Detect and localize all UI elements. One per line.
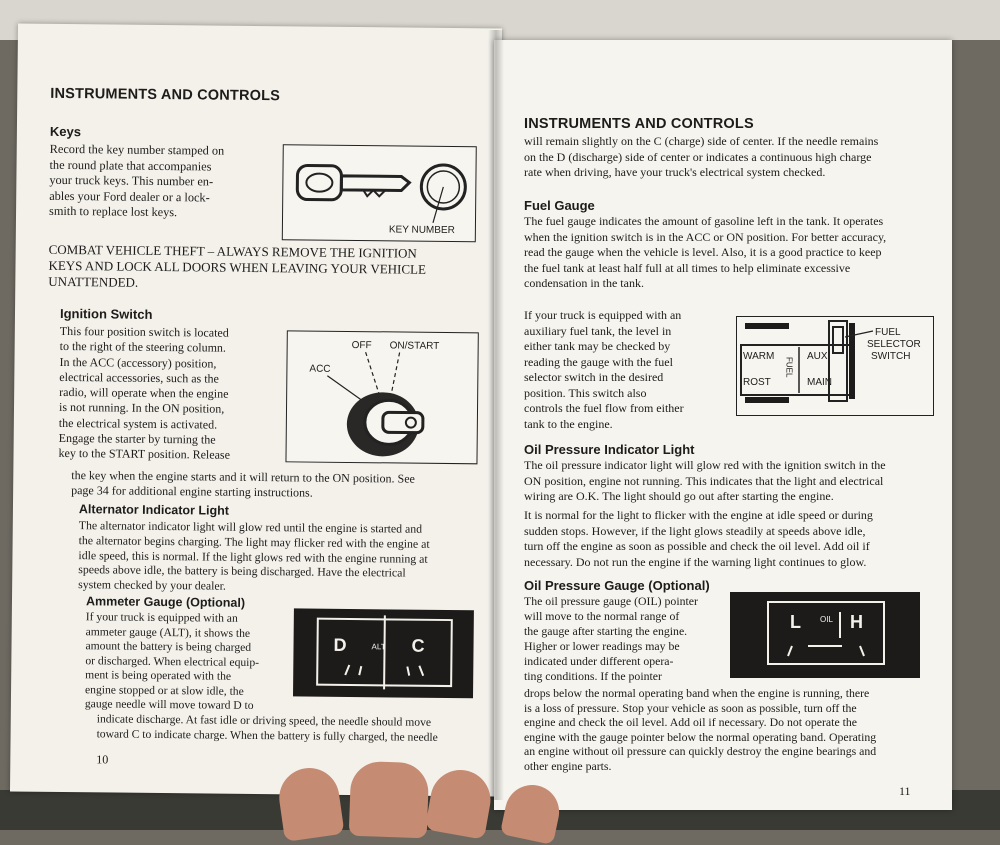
oil-light-text-2: It is normal for the light to flicker wi… (524, 508, 873, 569)
left-page: INSTRUMENTS AND CONTROLS Keys Record the… (9, 23, 503, 797)
aux-tank-text: If your truck is equipped with an auxili… (524, 308, 684, 431)
ammeter-alt-label: ALT (371, 642, 385, 651)
ignition-off-label: OFF (352, 340, 372, 351)
fuel-selector-figure: WARM ROST FUEL AUX MAIN FUEL SELECTOR SW… (736, 316, 934, 416)
fuel-gauge-heading: Fuel Gauge (524, 198, 595, 213)
oil-light-text: The oil pressure indicator light will gl… (524, 458, 886, 503)
fuel-rost-label: ROST (743, 377, 771, 388)
left-page-header: INSTRUMENTS AND CONTROLS (50, 85, 281, 105)
fuel-selector-label-1: FUEL (875, 327, 901, 338)
ammeter-text-continued: indicate discharge. At fast idle or driv… (96, 712, 438, 744)
oil-gauge-oil-label: OIL (820, 615, 833, 624)
key-figure: KEY NUMBER (281, 144, 477, 243)
ammeter-text: If your truck is equipped with an ammete… (84, 610, 260, 712)
ignition-acc-label: ACC (309, 364, 330, 375)
keys-heading: Keys (49, 123, 82, 140)
oil-gauge-figure: L OIL H (730, 592, 920, 678)
keys-text: Record the key number stamped on the rou… (49, 141, 225, 220)
fuel-aux-label: AUX (807, 351, 828, 362)
ignition-text-continued: the key when the engine starts and it wi… (71, 468, 415, 500)
ammeter-continued-text: will remain slightly on the C (charge) s… (524, 134, 879, 179)
right-page-number: 11 (899, 784, 911, 798)
ammeter-gauge-figure: D ALT C (293, 608, 474, 699)
alternator-heading: Alternator Indicator Light (78, 502, 230, 518)
fuel-selector-label-3: SWITCH (871, 351, 910, 362)
oil-gauge-heading: Oil Pressure Gauge (Optional) (524, 578, 710, 593)
right-page: INSTRUMENTS AND CONTROLS will remain sli… (494, 40, 952, 810)
fuel-main-label: MAIN (807, 377, 832, 388)
fuel-vertical-label: FUEL (785, 357, 794, 378)
alternator-text: The alternator indicator light will glow… (78, 518, 430, 593)
ignition-heading: Ignition Switch (59, 305, 153, 322)
ammeter-d-label: D (333, 635, 346, 655)
theft-warning: COMBAT VEHICLE THEFT – ALWAYS REMOVE THE… (48, 241, 427, 290)
fuel-gauge-text: The fuel gauge indicates the amount of g… (524, 214, 887, 290)
book-spine (488, 30, 504, 800)
left-page-number: 10 (96, 752, 109, 767)
finger (348, 760, 430, 839)
ignition-figure: OFF ON/START ACC (285, 330, 479, 465)
oil-gauge-text-continued: drops below the normal operating band wh… (524, 686, 877, 773)
oil-gauge-l-label: L (790, 612, 801, 632)
key-number-label: KEY NUMBER (389, 224, 455, 236)
ignition-on-start-label: ON/START (390, 340, 440, 352)
fuel-warm-label: WARM (743, 351, 774, 362)
ammeter-heading: Ammeter Gauge (Optional) (85, 594, 246, 610)
fuel-selector-label-2: SELECTOR (867, 339, 921, 350)
ignition-text: This four position switch is located to … (58, 323, 231, 463)
oil-light-heading: Oil Pressure Indicator Light (524, 442, 695, 457)
right-page-header: INSTRUMENTS AND CONTROLS (524, 116, 754, 132)
ammeter-c-label: C (411, 636, 424, 656)
oil-gauge-h-label: H (850, 612, 863, 632)
oil-gauge-text: The oil pressure gauge (OIL) pointer wil… (524, 594, 698, 683)
